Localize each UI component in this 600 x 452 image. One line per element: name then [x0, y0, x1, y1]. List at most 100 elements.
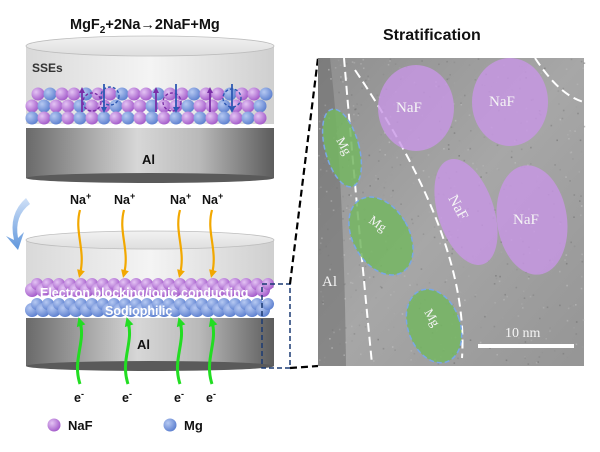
- tem-speckle: [474, 69, 476, 71]
- tem-speckle: [369, 155, 371, 157]
- tem-speckle: [464, 95, 466, 97]
- tem-speckle: [343, 354, 345, 356]
- tem-speckle: [457, 296, 459, 298]
- tem-speckle: [404, 275, 406, 277]
- legend-naf-swatch: [48, 419, 61, 432]
- tem-speckle: [581, 205, 583, 207]
- tem-speckle: [379, 149, 381, 151]
- tem-speckle: [375, 297, 377, 299]
- tem-speckle: [501, 252, 503, 254]
- tem-speckle: [412, 261, 414, 263]
- tem-speckle: [327, 229, 329, 231]
- tem-speckle: [494, 302, 496, 304]
- mixed-particle: [74, 112, 87, 125]
- tem-speckle: [400, 164, 402, 166]
- tem-speckle: [544, 68, 546, 70]
- tem-speckle: [379, 151, 381, 153]
- tem-speckle: [524, 356, 526, 358]
- tem-speckle: [522, 307, 524, 309]
- tem-speckle: [480, 342, 482, 344]
- tem-speckle: [563, 110, 565, 112]
- tem-speckle: [458, 295, 460, 297]
- tem-speckle: [342, 218, 344, 220]
- tem-speckle: [395, 63, 397, 65]
- tem-speckle: [411, 219, 413, 221]
- tem-speckle: [344, 254, 346, 256]
- tem-speckle: [469, 114, 471, 116]
- tem-speckle: [375, 179, 377, 181]
- tem-speckle: [559, 271, 561, 273]
- tem-speckle: [389, 60, 391, 62]
- tem-speckle: [570, 242, 572, 244]
- tem-speckle: [503, 299, 505, 301]
- tem-speckle: [574, 194, 576, 196]
- tem-speckle: [356, 133, 358, 135]
- mixed-particle: [26, 112, 39, 125]
- naf-particle: [206, 100, 219, 113]
- tem-speckle: [540, 72, 542, 74]
- tem-speckle: [577, 84, 579, 86]
- tem-speckle: [331, 200, 333, 202]
- naf-particle: [164, 88, 177, 101]
- tem-speckle: [351, 340, 353, 342]
- tem-speckle: [363, 68, 365, 70]
- tem-speckle: [338, 60, 340, 62]
- na-ion-label: Na+: [70, 191, 91, 207]
- tem-speckle: [579, 200, 581, 202]
- tem-speckle: [564, 112, 566, 114]
- tem-speckle: [567, 320, 569, 322]
- mg-particle: [188, 88, 201, 101]
- mixed-particle: [98, 112, 111, 125]
- tem-speckle: [336, 187, 338, 189]
- tem-speckle: [323, 163, 325, 165]
- tem-speckle: [394, 313, 396, 315]
- naf-particle: [236, 88, 249, 101]
- tem-speckle: [562, 118, 564, 120]
- tem-speckle: [331, 264, 333, 266]
- tem-speckle: [482, 165, 484, 167]
- tem-speckle: [318, 155, 320, 157]
- tem-speckle: [360, 63, 362, 65]
- tem-speckle: [565, 73, 567, 75]
- tem-speckle: [566, 254, 568, 256]
- tem-speckle: [358, 113, 360, 115]
- mg-particle: [260, 88, 273, 101]
- tem-speckle: [357, 115, 359, 117]
- tem-speckle: [320, 186, 322, 188]
- tem-speckle: [383, 195, 385, 197]
- tem-speckle: [464, 332, 466, 334]
- tem-speckle: [354, 333, 356, 335]
- tem-speckle: [478, 58, 480, 60]
- tem-speckle: [475, 79, 477, 81]
- tem-speckle: [391, 167, 393, 169]
- mg-particle: [44, 88, 57, 101]
- tem-speckle: [498, 169, 500, 171]
- tem-speckle: [362, 192, 364, 194]
- tem-speckle: [578, 171, 580, 173]
- tem-speckle: [338, 92, 340, 94]
- tem-speckle: [367, 76, 369, 78]
- tem-speckle: [470, 148, 472, 150]
- na-ion-label: Na+: [170, 191, 191, 207]
- tem-naf-label: NaF: [396, 100, 422, 116]
- tem-speckle: [319, 121, 321, 123]
- tem-speckle: [580, 140, 582, 142]
- tem-speckle: [326, 163, 328, 165]
- mixed-particle: [158, 112, 171, 125]
- mixed-particle: [62, 112, 75, 125]
- tem-speckle: [365, 80, 367, 82]
- tem-speckle: [361, 312, 363, 314]
- tem-speckle: [572, 158, 574, 160]
- tem-speckle: [393, 327, 395, 329]
- tem-speckle: [554, 350, 556, 352]
- electron-label: e-: [74, 389, 84, 405]
- tem-speckle: [345, 342, 347, 344]
- tem-speckle: [469, 64, 471, 66]
- tem-speckle: [566, 263, 568, 265]
- tem-speckle: [470, 124, 472, 126]
- mg-particle: [254, 100, 267, 113]
- zoom-connector-top: [290, 58, 318, 284]
- na-ion-label: Na+: [202, 191, 223, 207]
- tem-speckle: [502, 317, 504, 319]
- tem-speckle: [324, 314, 326, 316]
